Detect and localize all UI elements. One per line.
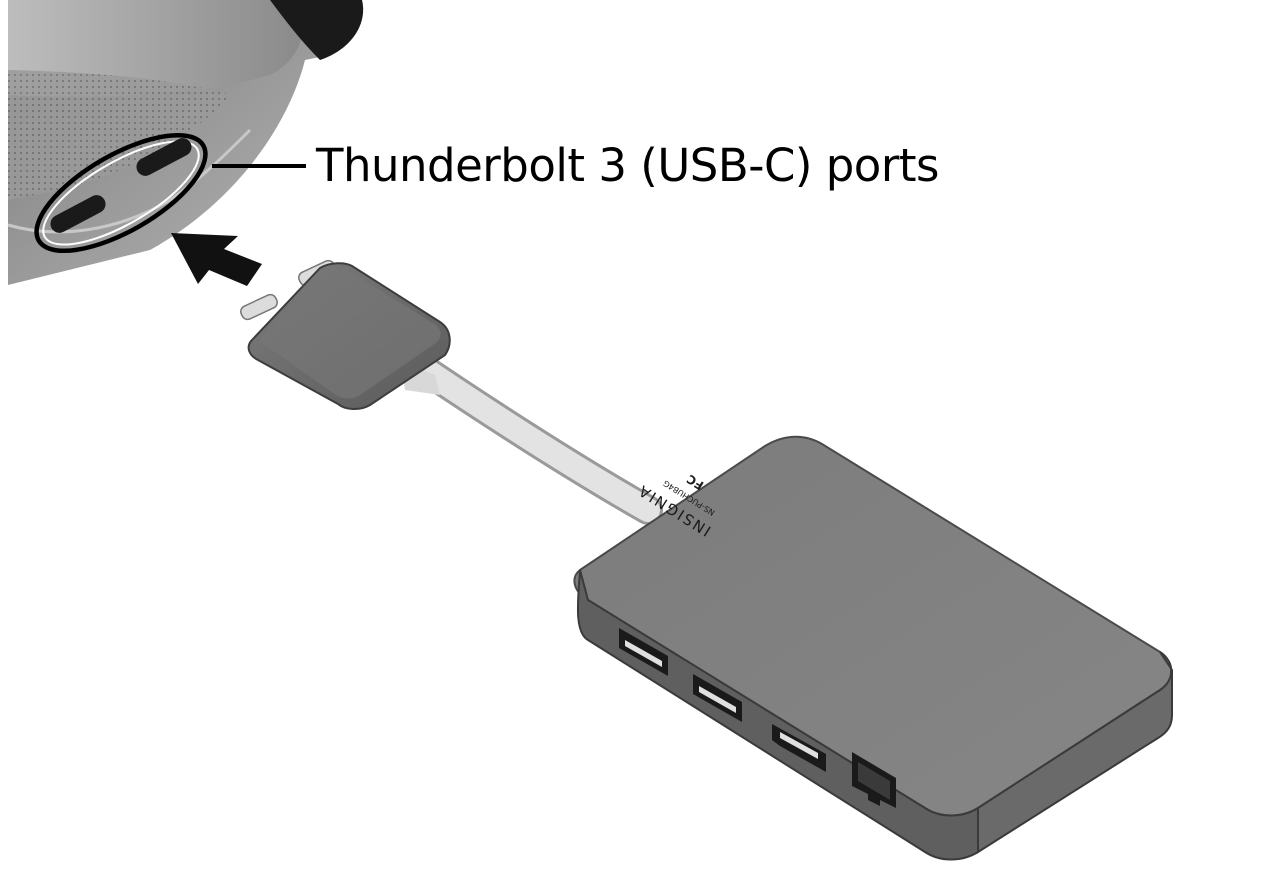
usb-c-port-lower: [50, 195, 106, 233]
laptop-lid-edge: [8, 0, 304, 97]
speaker-grille: [8, 70, 230, 200]
laptop-hinge: [270, 0, 364, 60]
insert-arrow-icon: [171, 233, 262, 286]
usb-a-port-2: [693, 674, 742, 722]
callout-ellipse: [34, 132, 208, 254]
thunderbolt-ports: [34, 132, 208, 254]
ethernet-port: [852, 752, 896, 808]
connector-plug-lower: [240, 293, 278, 321]
hdmi-port: [772, 724, 826, 772]
dual-usb-c-connector: [240, 259, 451, 410]
callout-ellipse-inner: [42, 140, 200, 246]
hub-right-side: [977, 651, 1173, 854]
cable: [400, 350, 663, 525]
laptop-edge-highlight: [7, 128, 252, 234]
usb-c-hub: INSIGNIA NS-PUCHUB4G FC: [573, 435, 1173, 861]
usb-c-port-upper: [136, 138, 192, 176]
usb-a-port-1: [619, 628, 668, 676]
callout-label: Thunderbolt 3 (USB-C) ports: [316, 139, 939, 192]
